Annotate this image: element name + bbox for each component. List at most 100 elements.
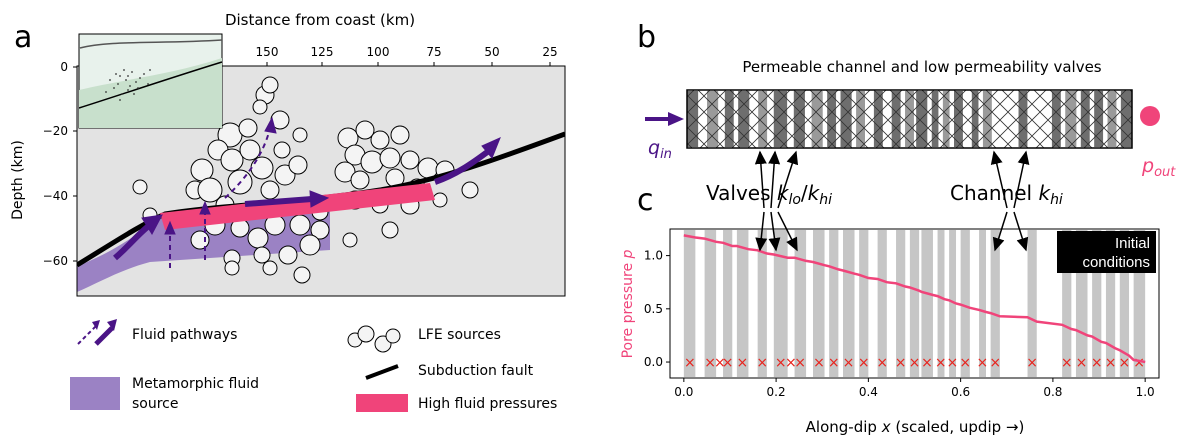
valve-band-20 <box>1027 230 1037 377</box>
valve-marker-5: × <box>756 355 768 371</box>
valve-band-18 <box>979 230 987 377</box>
valve-marker-19: × <box>959 355 971 371</box>
valve-band-25 <box>1119 230 1130 377</box>
valve-band-13 <box>909 230 920 377</box>
y-tick-60: −60 <box>43 254 68 268</box>
y-tick-label-2: 1.0 <box>644 249 663 263</box>
channel-label: Channel khi <box>950 181 1063 208</box>
valve-marker-1: × <box>704 355 716 371</box>
valve-band-6 <box>794 230 807 377</box>
valve-bands <box>683 230 1146 377</box>
y-ticks: 0.0 0.5 1.0 <box>644 249 670 369</box>
valve-band-23 <box>1092 230 1102 377</box>
top-tick-25: 25 <box>542 45 557 59</box>
top-tick-50: 50 <box>484 45 499 59</box>
top-tick-75: 75 <box>426 45 441 59</box>
valve-marker-8: × <box>794 355 806 371</box>
valve-band-24 <box>1105 230 1116 377</box>
valve-marker-26: × <box>1105 355 1117 371</box>
valve-band-9 <box>842 230 855 377</box>
valve-marker-23: × <box>1061 355 1073 371</box>
valve-marker-12: × <box>858 355 870 371</box>
valve-band-22 <box>1075 230 1088 377</box>
valve-marker-2: × <box>714 355 726 371</box>
valve-band-4 <box>757 230 767 377</box>
valve-marker-22: × <box>1026 355 1038 371</box>
valve-marker-7: × <box>785 355 797 371</box>
chart-c-pointers <box>755 211 1029 252</box>
valve-band-15 <box>937 230 945 377</box>
legend-high-pressure: High fluid pressures <box>356 394 557 412</box>
permeability-strip <box>686 89 1133 149</box>
x-tick-label-3: 0.6 <box>951 385 970 399</box>
legend-fault-label: Subduction fault <box>418 363 534 379</box>
valve-marker-25: × <box>1091 355 1103 371</box>
panel-a-frame <box>76 65 566 297</box>
panel-a-y-ticks: 0 −20 −40 −60 <box>43 60 77 268</box>
legend-high-pressure-label: High fluid pressures <box>418 396 557 412</box>
valve-band-17 <box>960 230 970 377</box>
valve-markers: ××××××××××××××××××××××××××××× <box>684 355 1145 371</box>
chart-c-xlabel: Along-dip x (scaled, updip →) <box>806 418 1025 436</box>
valve-marker-28: × <box>1133 355 1145 371</box>
valve-band-19 <box>990 230 1000 377</box>
panel-c-label: c <box>637 183 654 218</box>
valve-marker-21: × <box>989 355 1001 371</box>
y-tick-label-0: 0.0 <box>644 355 663 369</box>
valve-marker-20: × <box>976 355 988 371</box>
legend-metamorphic-line2: source <box>132 396 179 412</box>
valve-band-8 <box>829 230 839 377</box>
panel-a-label: a <box>14 20 32 55</box>
y-tick-label-1: 0.5 <box>644 302 663 316</box>
valve-band-7 <box>813 230 825 377</box>
legend-metamorphic: Metamorphic fluid source <box>70 376 259 412</box>
valve-band-1 <box>704 230 717 377</box>
y-tick-0: 0 <box>60 60 68 74</box>
valve-marker-0: × <box>684 355 696 371</box>
x-tick-label-5: 1.0 <box>1136 385 1155 399</box>
valve-band-2 <box>723 230 733 377</box>
p-out-marker <box>1140 106 1160 126</box>
top-tick-150: 150 <box>256 45 279 59</box>
top-axis-title: Distance from coast (km) <box>225 11 415 29</box>
legend-fluid-pathways-label: Fluid pathways <box>132 327 237 343</box>
panel-a-ylabel: Depth (km) <box>10 140 26 220</box>
panel-b-title: Permeable channel and low permeability v… <box>742 58 1101 76</box>
panel-b-label: b <box>637 20 656 55</box>
valve-marker-24: × <box>1076 355 1088 371</box>
valve-marker-6: × <box>775 355 787 371</box>
high-pressure-zone <box>160 183 435 230</box>
legend-metamorphic-line1: Metamorphic fluid <box>132 376 259 392</box>
valve-marker-4: × <box>737 355 749 371</box>
valve-marker-27: × <box>1119 355 1131 371</box>
x-tick-label-1: 0.2 <box>767 385 786 399</box>
panel-a-top-ticks: 150 125 100 75 50 25 <box>256 45 558 66</box>
fluid-arrows <box>113 116 501 268</box>
top-tick-100: 100 <box>367 45 390 59</box>
top-tick-125: 125 <box>311 45 334 59</box>
valve-band-16 <box>949 230 957 377</box>
valve-marker-9: × <box>813 355 825 371</box>
legend-fluid-pathways: Fluid pathways <box>77 319 237 346</box>
valve-marker-3: × <box>722 355 734 371</box>
valve-band-10 <box>859 230 869 377</box>
valve-marker-18: × <box>946 355 958 371</box>
chart-frame <box>669 228 1160 379</box>
x-tick-label-2: 0.4 <box>859 385 878 399</box>
valve-marker-13: × <box>876 355 888 371</box>
valve-marker-11: × <box>843 355 855 371</box>
valve-band-11 <box>877 230 887 377</box>
p-out-label: pout <box>1141 155 1176 180</box>
valve-band-3 <box>736 230 749 377</box>
legend-fault: Subduction fault <box>365 363 534 380</box>
chart-c-ylabel: Pore pressure p <box>620 249 636 358</box>
y-tick-40: −40 <box>43 189 68 203</box>
pressure-chart: ××××××××××××××××××××××××××××× 0.0 0.2 0.4 0… <box>620 211 1160 436</box>
initial-conditions-line2: conditions <box>1082 254 1150 271</box>
x-tick-label-4: 0.8 <box>1043 385 1062 399</box>
valve-band-0 <box>683 230 696 377</box>
legend-lfe-label: LFE sources <box>418 327 501 343</box>
q-in-label: qin <box>648 137 672 162</box>
valve-marker-10: × <box>828 355 840 371</box>
valve-band-5 <box>773 230 788 377</box>
